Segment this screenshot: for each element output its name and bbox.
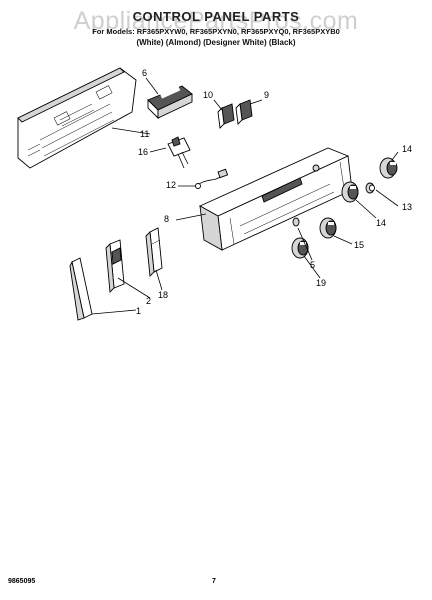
models-line: For Models: RF365PXYW0, RF365PXYN0, RF36…	[92, 27, 340, 36]
part-15-knob[interactable]	[319, 217, 337, 239]
callout-10: 10	[203, 90, 213, 100]
callout-14-middle: 14	[376, 218, 386, 228]
page-number: 7	[212, 578, 216, 585]
callout-14-upper: 14	[402, 144, 412, 154]
callout-8: 8	[164, 214, 169, 224]
callout-9: 9	[264, 90, 269, 100]
part-9-switch[interactable]	[235, 99, 253, 125]
part-12-wire-harness[interactable]	[195, 168, 229, 189]
part-11-infinite-switch[interactable]	[167, 136, 191, 169]
callout-6: 6	[142, 68, 147, 78]
callout-5: 5	[310, 260, 315, 270]
callout-16: 16	[138, 147, 148, 157]
part-19-knob[interactable]	[291, 237, 309, 259]
callout-2: 2	[146, 296, 151, 306]
callout-18: 18	[158, 290, 168, 300]
part-5-spring-clip[interactable]	[292, 217, 300, 227]
part-1-end-cap[interactable]	[69, 257, 93, 321]
callout-19: 19	[316, 278, 326, 288]
part-14-knob-upper[interactable]	[379, 157, 398, 179]
part-13-knob-insert[interactable]	[365, 182, 375, 194]
callout-11: 11	[140, 129, 149, 139]
page-title: CONTROL PANEL PARTS	[132, 9, 300, 24]
callout-1: 1	[136, 306, 141, 316]
leader-lines	[91, 77, 399, 315]
part-16-rear-panel[interactable]	[17, 67, 137, 169]
document-number: 9865095	[8, 578, 36, 585]
callout-13: 13	[402, 202, 412, 212]
callout-12: 12	[166, 180, 176, 190]
colors-line: (White) (Almond) (Designer White) (Black…	[136, 38, 296, 47]
callout-labels: 6 10 9 11 16 12 8 14 13 14 15 5 19 18 2 …	[136, 68, 412, 316]
part-10-switch[interactable]	[217, 103, 235, 129]
part-2-bracket[interactable]	[105, 239, 125, 293]
callout-15: 15	[354, 240, 364, 250]
part-18-side-bracket[interactable]	[145, 227, 163, 277]
part-6-clock-module[interactable]	[147, 85, 193, 120]
part-14-knob-middle[interactable]	[341, 181, 359, 203]
